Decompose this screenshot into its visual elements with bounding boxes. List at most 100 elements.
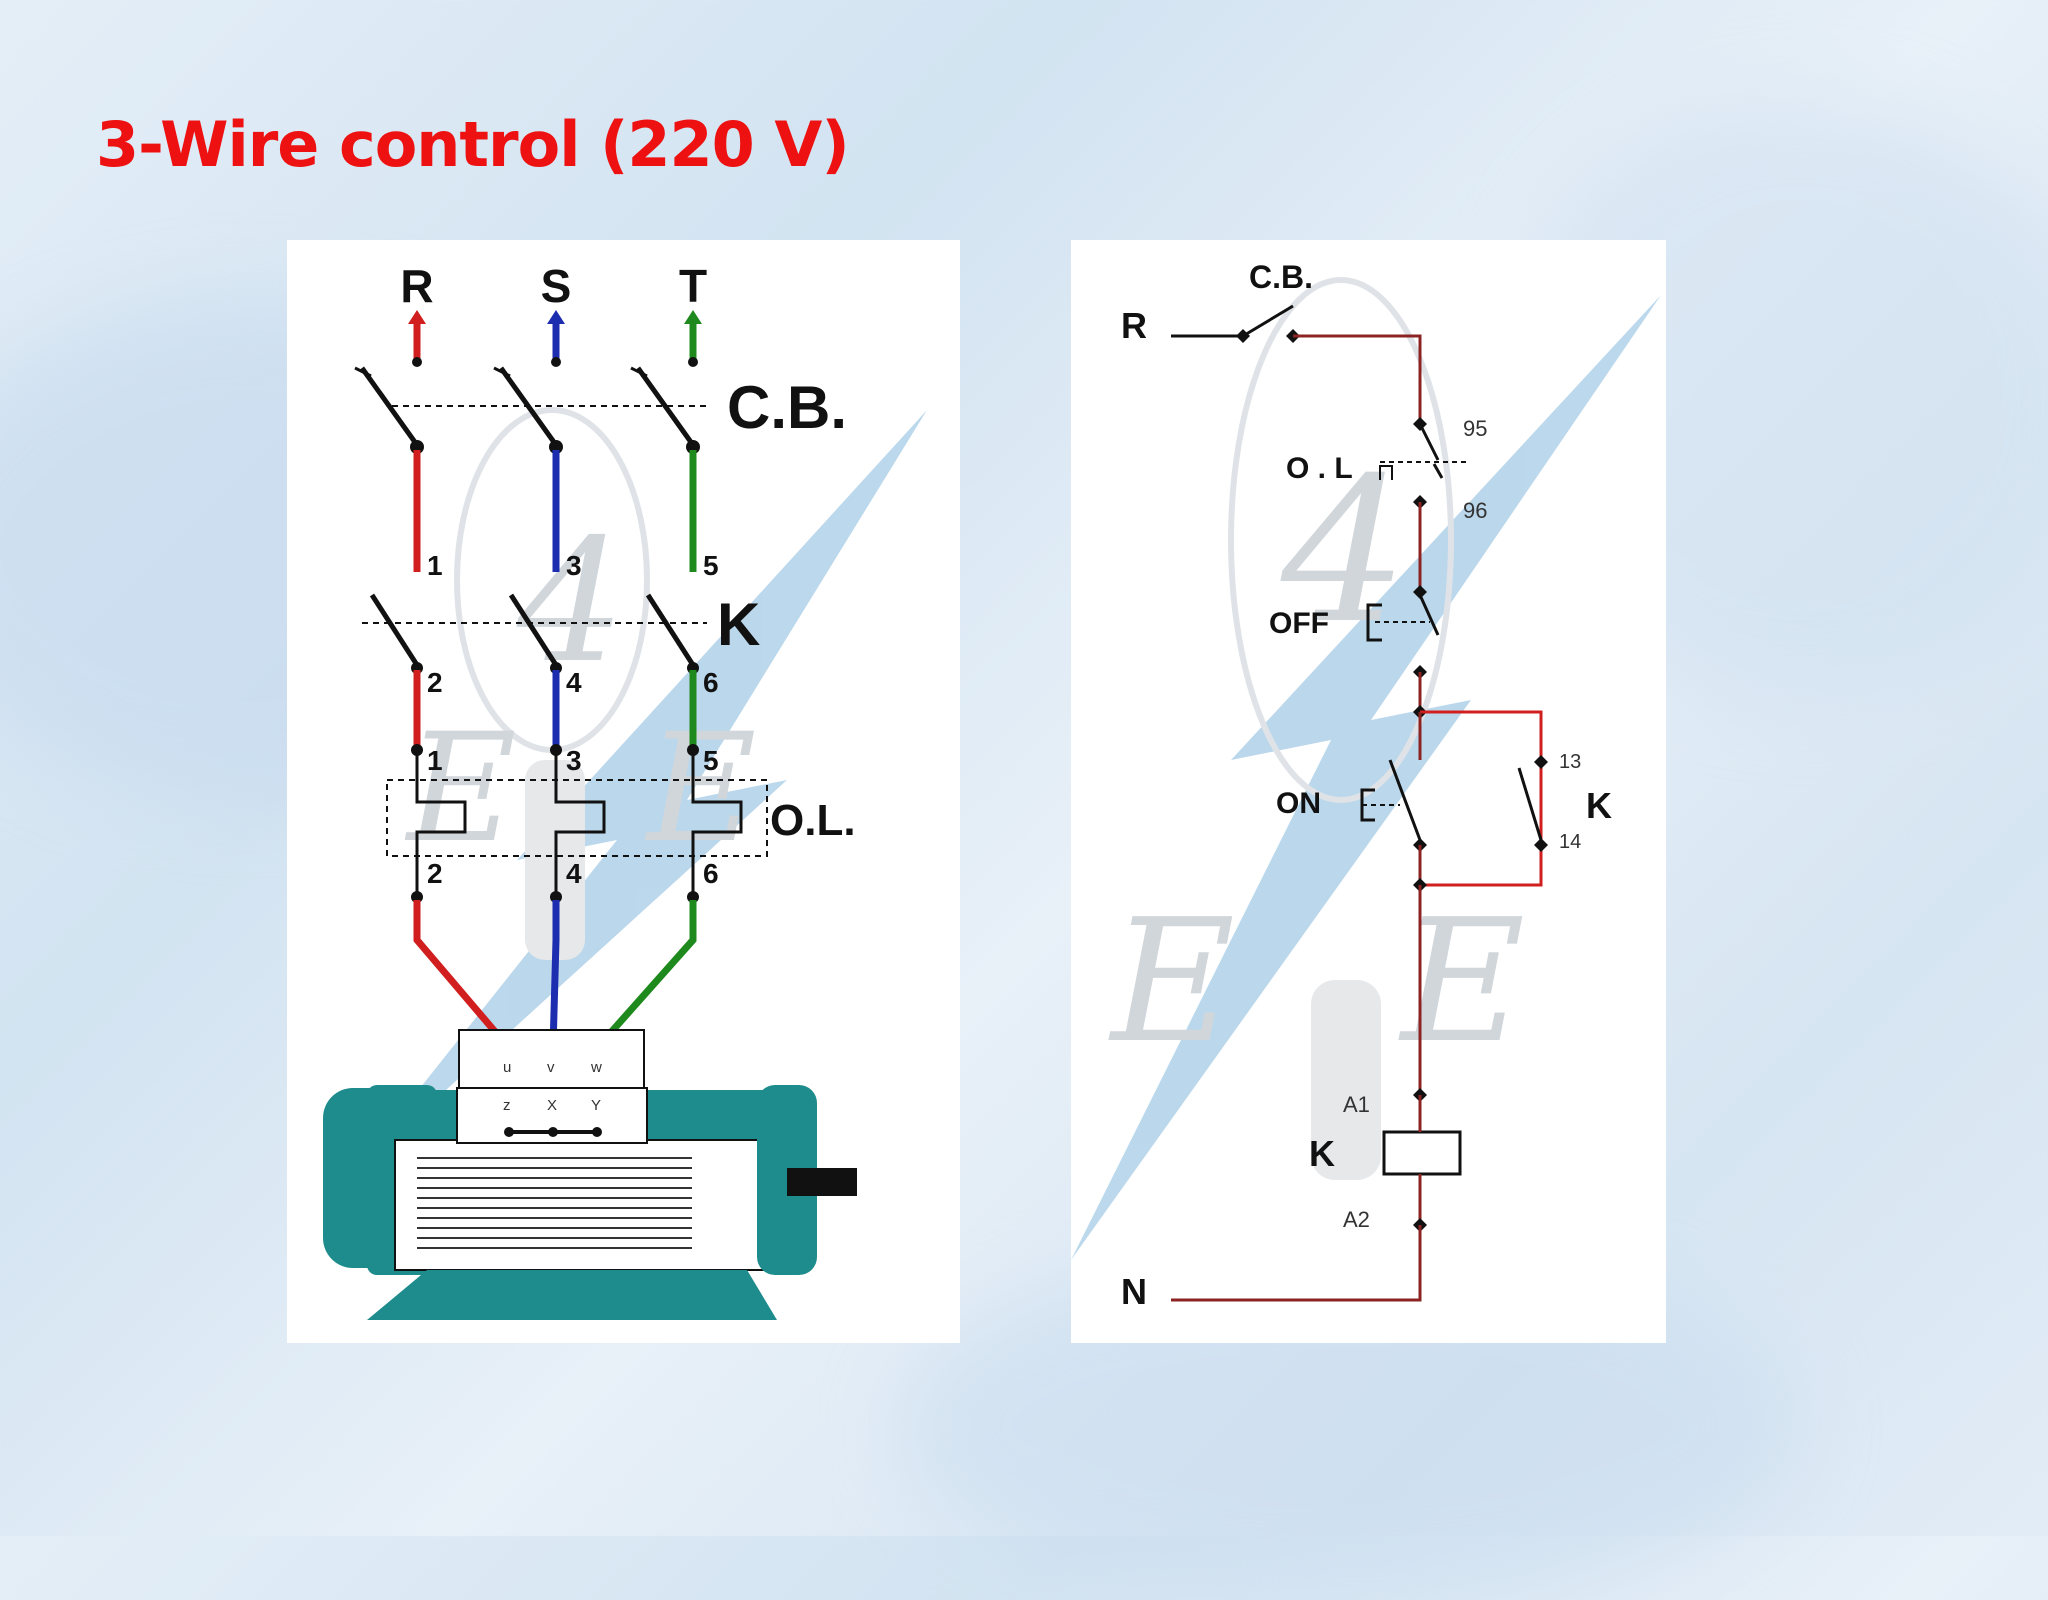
slide-title: 3-Wire control (220 V) <box>96 108 850 181</box>
motor-bottom-terminal-label: z <box>503 1097 511 1114</box>
overload-heater <box>691 755 743 895</box>
overload-heater <box>554 755 606 895</box>
motor-star-terminal <box>592 1127 602 1137</box>
overload-input-label: 1 <box>427 745 443 776</box>
motor-bottom-terminal-label: X <box>547 1097 557 1114</box>
motor-top-terminal-label: v <box>547 1059 555 1076</box>
svg-text:E: E <box>1398 883 1525 1081</box>
overload-nc-contact-tip <box>1432 463 1444 479</box>
contactor-terminal-label: 4 <box>566 667 582 698</box>
incoming-arrow <box>684 310 702 324</box>
overload-output-label: 4 <box>566 858 582 889</box>
svg-text:4: 4 <box>1280 435 1408 668</box>
phase-t-wire <box>591 310 743 1056</box>
breaker-trip-mark <box>630 366 648 378</box>
phase-label-t: T <box>679 260 707 312</box>
overload-heater <box>415 755 467 895</box>
breaker-terminal-label: 5 <box>703 550 719 581</box>
terminal-labels: 1 2 1 2 u z 3 4 3 4 vX 5 6 5 6 wY <box>427 550 719 1137</box>
overload-output-label: 2 <box>427 858 443 889</box>
on-button-contact <box>1388 759 1422 841</box>
motor-star-terminal <box>504 1127 514 1137</box>
breaker-blade <box>635 366 696 447</box>
overload-relay-box <box>386 779 768 857</box>
breaker-label: C.B. <box>727 374 847 441</box>
hold-contact-terminal-14: 14 <box>1559 831 1581 853</box>
contactor-coil <box>1382 1130 1462 1176</box>
neutral-label-n: N <box>1121 1271 1147 1312</box>
coil-label: K <box>1309 1133 1335 1174</box>
contactor-blade <box>369 593 420 667</box>
motor-fin-panel <box>394 1139 781 1271</box>
neutral-return-wire <box>1171 1225 1422 1302</box>
overload-input-terminal <box>550 744 562 756</box>
control-feed-wire <box>1293 334 1422 422</box>
svg-text:4: 4 <box>516 503 625 701</box>
motor-bottom-terminal-label: Y <box>591 1097 601 1114</box>
motor-top-terminal-label: u <box>503 1059 511 1076</box>
off-button-actuator <box>1366 603 1382 642</box>
supply-terminal <box>551 357 561 367</box>
control-circuit-svg: E E 4 R N C.B. O . L 95 96 OFF ON K 13 1… <box>1071 259 1661 1312</box>
motor-feed-wire <box>594 900 697 1051</box>
power-circuit-diagram: E E 4 R S T C.B. K O.L. <box>287 240 960 1343</box>
control-breaker-blade <box>1242 304 1294 338</box>
off-button-contact <box>1418 594 1440 636</box>
motor <box>323 1029 857 1320</box>
motor-cooling-fins <box>417 1157 692 1249</box>
power-circuit-svg: E E 4 R S T C.B. K O.L. <box>323 260 927 1320</box>
overload-input-terminal <box>687 744 699 756</box>
seal-in-branch-wire <box>1420 710 1543 887</box>
overload-thermal-symbol <box>1379 465 1393 480</box>
breaker-terminal-label: 3 <box>566 550 582 581</box>
control-breaker-label: C.B. <box>1249 259 1313 295</box>
overload-input-label: 5 <box>703 745 719 776</box>
junction-dot <box>1534 755 1548 769</box>
phase-label-r: R <box>400 260 433 312</box>
contactor-blade <box>645 593 696 667</box>
motor-top-terminal-label: w <box>590 1059 602 1076</box>
breaker-blade <box>359 366 420 447</box>
incoming-arrow <box>408 310 426 324</box>
supply-terminal <box>412 357 422 367</box>
overload-nc-contact <box>1418 423 1440 461</box>
svg-text:E: E <box>404 702 517 876</box>
svg-text:E: E <box>1108 883 1235 1081</box>
incoming-arrow <box>547 310 565 324</box>
supply-terminal <box>688 357 698 367</box>
hold-contact-label: K <box>1586 785 1612 826</box>
svg-text:E: E <box>644 702 757 876</box>
coil-terminal-a2: A2 <box>1343 1207 1370 1232</box>
contactor-label: K <box>717 591 760 658</box>
overload-label: O.L. <box>770 796 856 845</box>
motor-star-terminal <box>548 1127 558 1137</box>
breaker-trip-mark <box>493 366 511 378</box>
contactor-terminal-label: 6 <box>703 667 719 698</box>
control-wiring <box>1171 304 1548 1302</box>
motor-feed-wire <box>413 900 512 1051</box>
hold-contact-blade <box>1517 767 1543 841</box>
breaker-trip-mark <box>354 366 372 378</box>
on-button-label: ON <box>1276 787 1321 820</box>
overload-output-label: 6 <box>703 858 719 889</box>
phase-label-s: S <box>541 260 572 312</box>
phase-r-wire <box>354 310 515 1056</box>
overload-input-label: 3 <box>566 745 582 776</box>
motor-shaft <box>787 1168 857 1196</box>
line-label-r: R <box>1121 305 1147 346</box>
overload-input-terminal <box>411 744 423 756</box>
motor-feed-wire <box>549 900 560 1049</box>
hold-contact-terminal-13: 13 <box>1559 751 1581 773</box>
contactor-terminal-label: 2 <box>427 667 443 698</box>
overload-terminal-96: 96 <box>1463 498 1487 523</box>
overload-terminal-95: 95 <box>1463 416 1487 441</box>
control-overload-label: O . L <box>1286 452 1353 485</box>
coil-terminal-a1: A1 <box>1343 1092 1370 1117</box>
off-button-label: OFF <box>1269 607 1329 640</box>
control-circuit-diagram: E E 4 R N C.B. O . L 95 96 OFF ON K 13 1… <box>1071 240 1666 1343</box>
breaker-terminal-label: 1 <box>427 550 443 581</box>
junction-dot <box>1413 585 1427 599</box>
contactor-blade <box>508 593 559 667</box>
junction-dot <box>1534 838 1548 852</box>
motor-base <box>367 1270 777 1320</box>
